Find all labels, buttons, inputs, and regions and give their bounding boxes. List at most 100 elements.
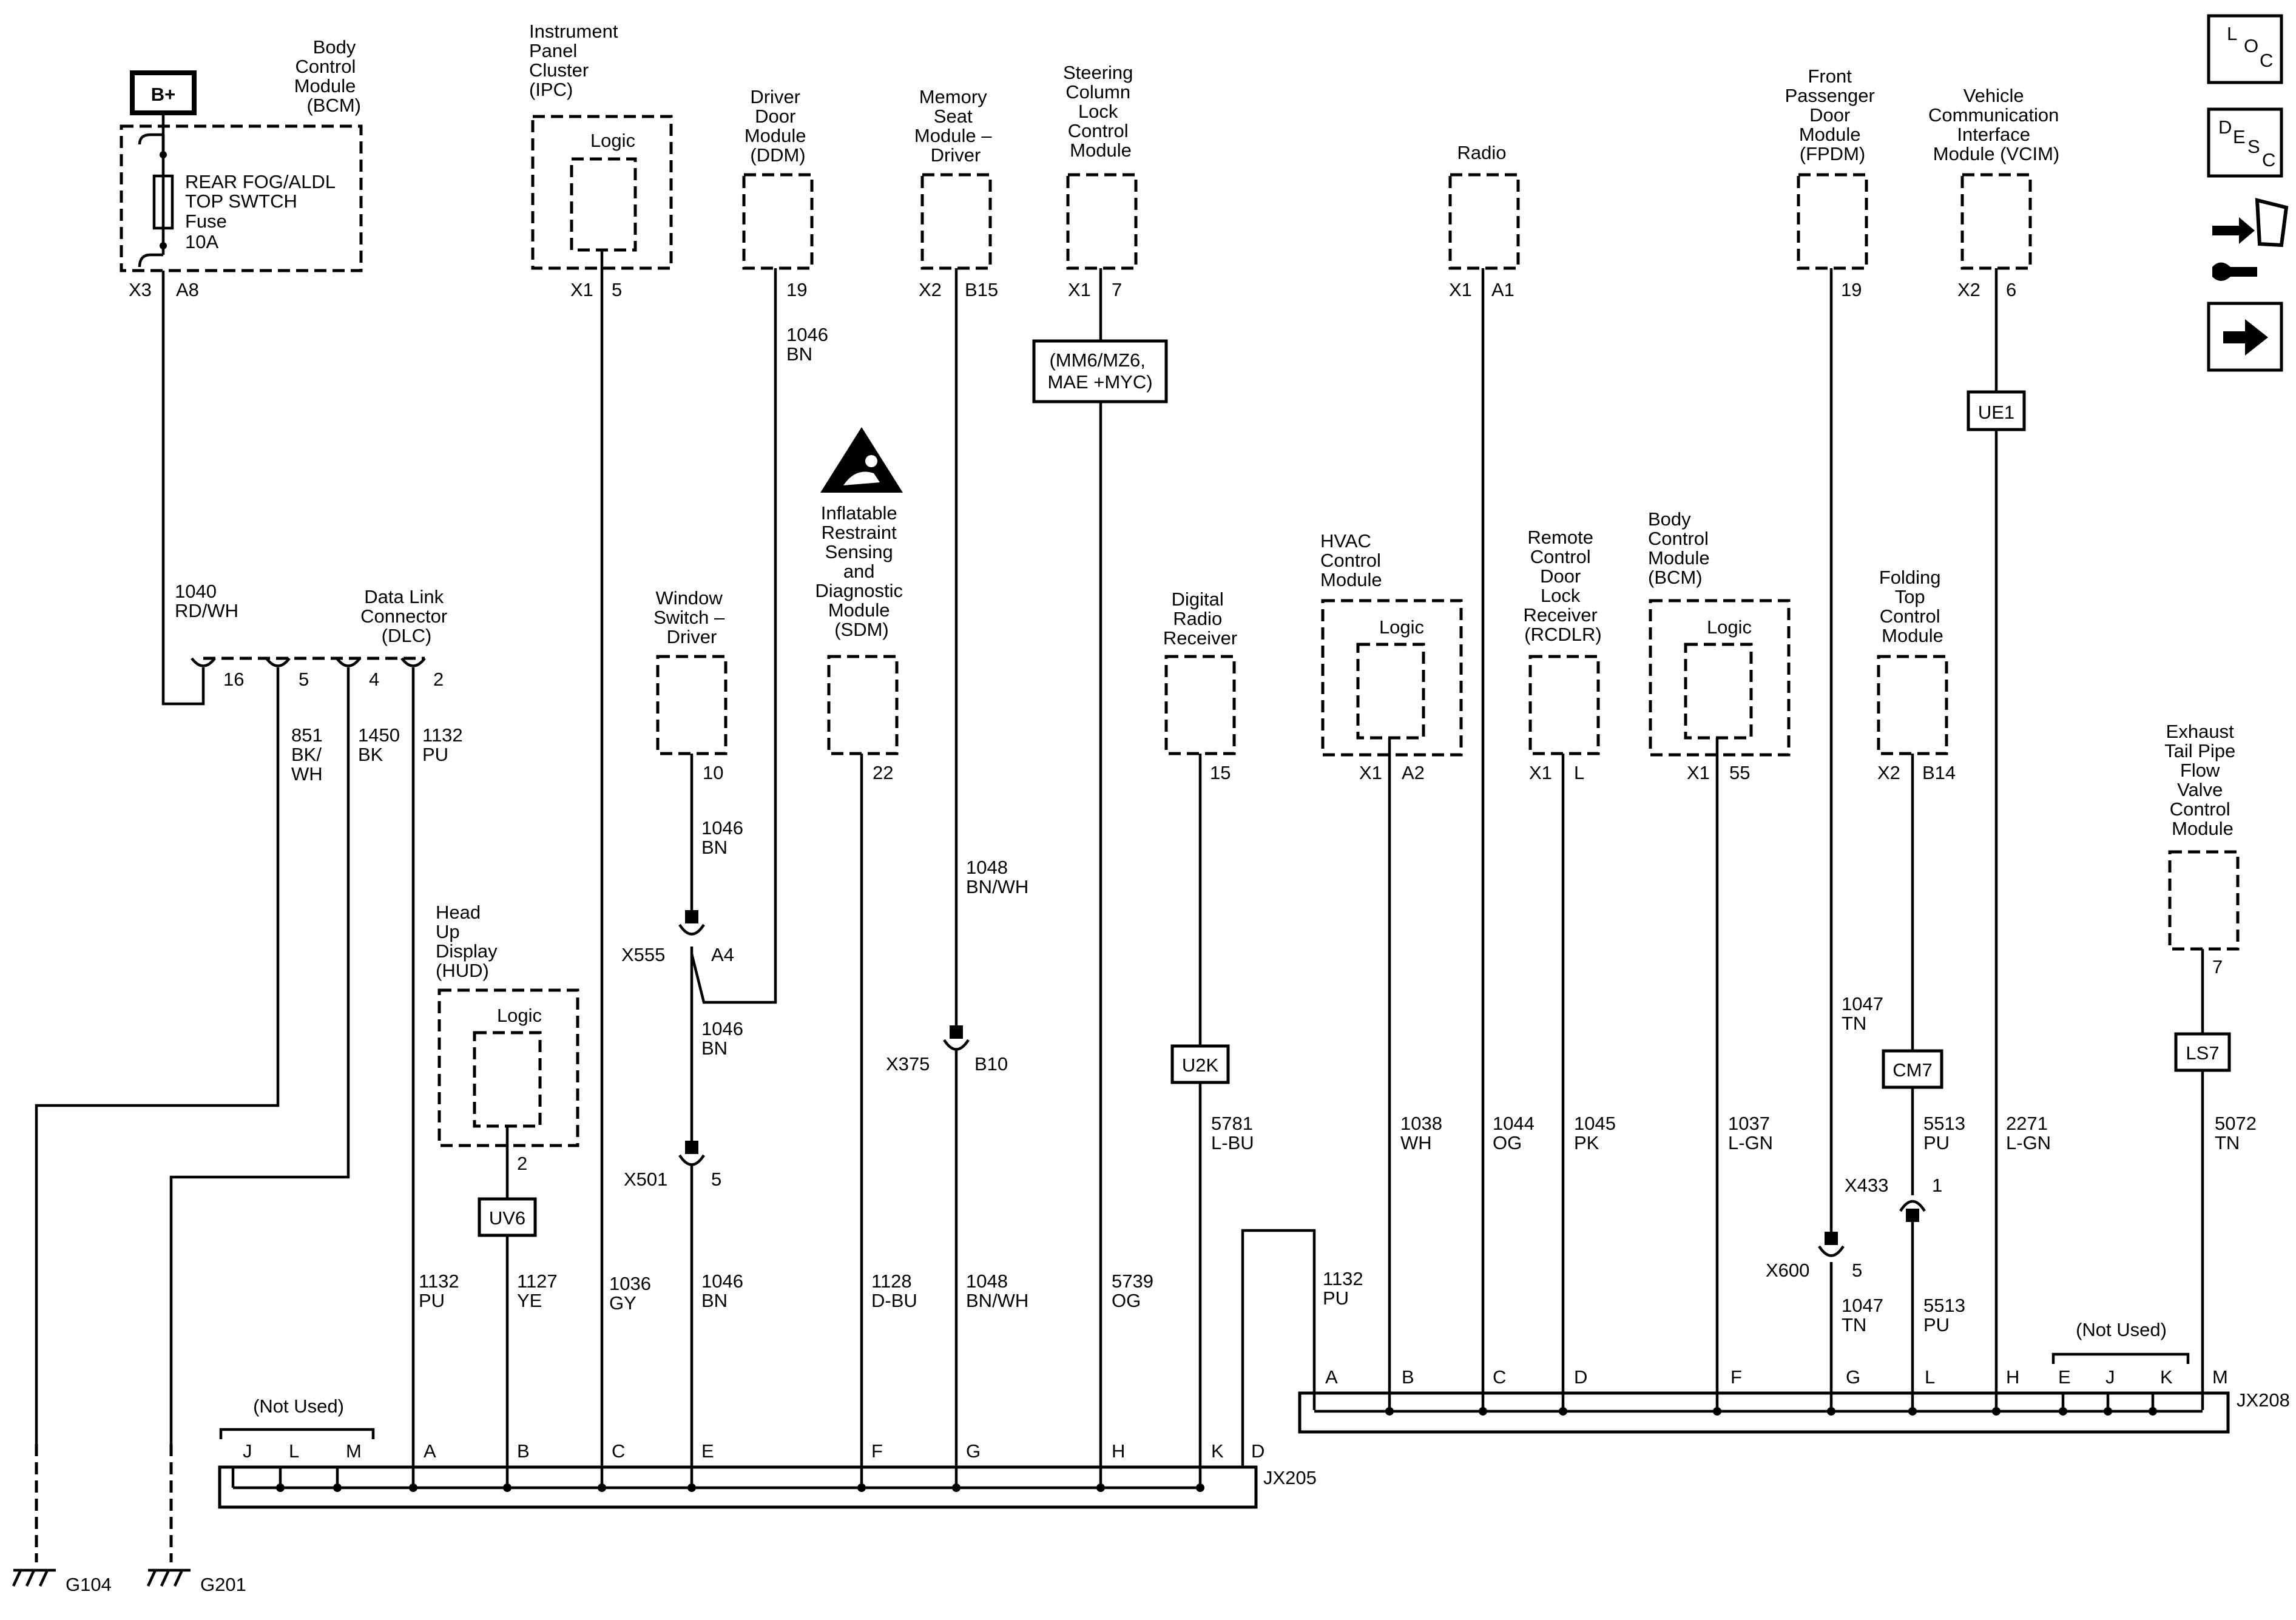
bcm-mid-module: Body Control Module (BCM) Logic X1 55 [1648, 508, 1791, 783]
etp-pin-7: 7 [2212, 956, 2223, 977]
msm-pin-b15: B15 [965, 279, 998, 300]
scl-pin-x1: X1 [1068, 279, 1091, 300]
inline-x433: X433 1 [1845, 1175, 1942, 1222]
wire-851-label: 851 BK/ WH [291, 724, 328, 785]
jx205-pin-b: B [517, 1440, 530, 1462]
ipc-module: Instrument Panel Cluster (IPC) Logic X1 … [529, 21, 673, 300]
vcim-pin-x2: X2 [1957, 279, 1980, 300]
svg-text:L: L [2227, 23, 2237, 44]
rcdlr-pin-l: L [1574, 762, 1584, 783]
svg-text:E: E [2233, 126, 2246, 147]
drr-pin-15: 15 [1210, 762, 1231, 783]
ipc-pin-5: 5 [612, 279, 622, 300]
fpdm-label: Front Passenger Door Module (FPDM) [1785, 66, 1880, 164]
x600-pin-5: 5 [1852, 1260, 1862, 1281]
jx205-pin-h: H [1112, 1440, 1125, 1462]
wire-1127-label: 1127 YE [517, 1271, 562, 1311]
wire-851 [35, 667, 280, 1444]
x555-pin-a4: A4 [711, 944, 734, 965]
wire-1046c-label: 1046 BN [701, 1018, 749, 1059]
bcm2-pin-x1: X1 [1687, 762, 1710, 783]
jx208-pin-l: L [1925, 1366, 1935, 1388]
bcm-mid-logic-label: Logic [1707, 616, 1752, 638]
inline-x501: X501 5 [624, 1141, 721, 1190]
ftcm-pin-b14: B14 [1922, 762, 1956, 783]
jx208-pin-h: H [2006, 1366, 2019, 1388]
desc-icon[interactable]: D E S C [2207, 107, 2283, 178]
inline-x600: X600 5 [1766, 1232, 1862, 1281]
wire-1132a-label: 1132 PU [422, 724, 468, 765]
fuse-label: REAR FOG/ALDL TOP SWTCH Fuse 10A [185, 171, 340, 252]
scl-pin-7: 7 [1112, 279, 1122, 300]
jx208-label: JX208 [2237, 1389, 2290, 1411]
ftcm-label: Folding Top Control Module [1879, 567, 1946, 646]
jx208-pin-m: M [2212, 1366, 2228, 1388]
msm-pin-x2: X2 [919, 279, 942, 300]
wire-1038-label: 1038 WH [1400, 1113, 1448, 1153]
pin-a8: A8 [176, 279, 199, 300]
rcdlr-label: Remote Control Door Lock Receiver (RCDLR… [1524, 527, 1603, 645]
jx205-pin-c: C [612, 1440, 625, 1462]
svg-text:S: S [2247, 136, 2260, 157]
wire-1047a-label: 1047 TN [1842, 993, 1889, 1034]
option-mm6: (MM6/MZ6, MAE +MYC) [1032, 339, 1168, 403]
wire-1450 [169, 667, 350, 1444]
hvac-label: HVAC Control Module [1320, 530, 1386, 590]
jx205-not-used-label: (Not Used) [253, 1396, 344, 1417]
svg-text:LS7: LS7 [2186, 1042, 2219, 1064]
b-plus-supply: B+ [130, 70, 197, 152]
bcm-top-module: Body Control Module (BCM) REAR FOG/ALDL … [120, 36, 363, 300]
svg-text:D: D [2218, 116, 2232, 138]
jx205-pin-e: E [701, 1440, 714, 1462]
drr-label: Digital Radio Receiver [1163, 589, 1237, 649]
ground-g201-label: G201 [200, 1574, 246, 1595]
wire-1048a-label: 1048 BN/WH [966, 857, 1028, 897]
jx205-label: JX205 [1263, 1467, 1317, 1488]
ground-g201: G201 [146, 1568, 246, 1595]
rcdlr-pin-x1: X1 [1529, 762, 1552, 783]
x433-label: X433 [1845, 1175, 1888, 1196]
wire-1046b-label: 1046 BN [701, 817, 749, 858]
arrow-right-icon[interactable] [2207, 302, 2283, 372]
dlc-pin-2: 2 [433, 669, 444, 690]
wire-1450-label: 1450 BK [358, 724, 405, 765]
sdm-module: Inflatable Restraint Sensing and Diagnos… [815, 427, 908, 783]
fuse-icon [138, 133, 174, 268]
jx205-pin-j: J [243, 1440, 252, 1462]
svg-text:UE1: UE1 [1978, 402, 2014, 423]
folding-top-module: Folding Top Control Module X2 B14 [1877, 567, 1956, 783]
wsd-pin-10: 10 [703, 762, 723, 783]
jx205-pin-m: M [346, 1440, 362, 1462]
x600-label: X600 [1766, 1260, 1809, 1281]
ground-g104-label: G104 [66, 1574, 112, 1595]
ddm-pin-19: 19 [786, 279, 807, 300]
connector-icon[interactable] [2212, 198, 2289, 281]
option-u2k: U2K [1170, 1044, 1230, 1084]
b-plus-label: B+ [151, 84, 176, 105]
wire-1046a-label: 1046 BN [786, 324, 834, 365]
dlc-pin-16: 16 [223, 669, 244, 690]
fpdm-module: Front Passenger Door Module (FPDM) 19 [1785, 66, 1880, 300]
sdm-label: Inflatable Restraint Sensing and Diagnos… [815, 502, 908, 640]
pin-x3: X3 [129, 279, 152, 300]
dlc-connector: Data Link Connector (DLC) 16 5 4 2 [191, 586, 453, 690]
ipc-pin-x1: X1 [570, 279, 593, 300]
loc-icon[interactable]: L O C [2207, 14, 2283, 84]
radio-label: Radio [1457, 142, 1507, 163]
svg-text:C: C [2260, 50, 2273, 71]
bcm-top-label: Body Control Module (BCM) [294, 36, 361, 116]
radio-module: Radio X1 A1 [1448, 142, 1520, 300]
svg-text:CM7: CM7 [1893, 1059, 1932, 1081]
jx205-pin-f: F [871, 1440, 883, 1462]
wire-1048b-label: 1048 BN/WH [966, 1271, 1028, 1311]
dlc-label: Data Link Connector (DLC) [360, 586, 453, 646]
hvac-logic-label: Logic [1379, 616, 1424, 638]
ftcm-pin-x2: X2 [1877, 762, 1900, 783]
airbag-warning-icon [820, 427, 903, 493]
x501-label: X501 [624, 1169, 667, 1190]
steering-column-lock-module: Steering Column Lock Control Module X1 7 [1063, 62, 1138, 300]
hud-label: Head Up Display (HUD) [436, 902, 502, 981]
wire-1046-ddm [690, 268, 777, 1004]
exhaust-valve-module: Exhaust Tail Pipe Flow Valve Control Mod… [2164, 721, 2240, 977]
msm-label: Memory Seat Module – Driver [914, 86, 997, 166]
